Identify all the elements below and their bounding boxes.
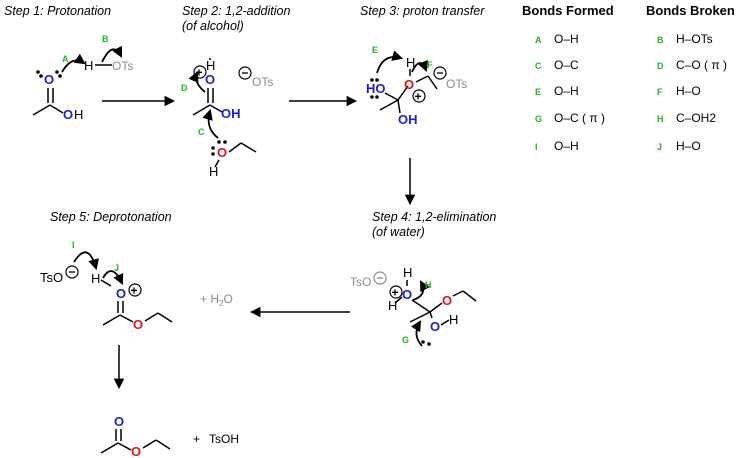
tosylate-group: OTs <box>112 59 133 73</box>
formed-bond-g: O–C ( π ) <box>554 111 605 125</box>
formed-bond-c: O–C <box>554 58 579 72</box>
formed-label-a: A <box>535 35 542 45</box>
formed-label-i: I <box>535 142 538 152</box>
arrow-label-h: H <box>425 280 432 290</box>
product-carbonyl-oxygen: O <box>114 414 124 429</box>
formed-bond-i: O–H <box>554 139 579 153</box>
broken-label-j: J <box>657 142 662 152</box>
step-5-structure: TsO I H J O + O <box>40 240 173 332</box>
step-4-hydroxyl-oxygen: O <box>430 319 440 334</box>
step-4-title: Step 4: 1,2-elimination <box>372 210 496 224</box>
step-5-tosylate: TsO <box>40 270 63 285</box>
tsoh-product: TsOH <box>209 432 239 446</box>
step-3-oxonium-oxygen: O <box>404 77 414 92</box>
broken-bond-h: C–OH2 <box>676 111 716 125</box>
step-1-title: Step 1: Protonation <box>4 4 111 18</box>
step-3-structure: E HO OH H O + F OTs <box>366 45 467 127</box>
step-4-water-hydrogen-left: H <box>388 298 397 313</box>
step-4-subtitle: (of water) <box>372 225 425 239</box>
bonds-formed-header: Bonds Formed <box>522 3 614 18</box>
oxonium-hydrogen: H <box>206 58 215 73</box>
step-4-structure: TsO H + O H H O O H G <box>350 265 477 347</box>
water-subscript: 2 <box>219 299 224 308</box>
arrow-label-c: C <box>198 127 205 137</box>
broken-label-b: B <box>657 35 664 45</box>
broken-label-h: H <box>657 114 664 124</box>
protonated-oxygen: O <box>205 72 215 87</box>
step-5-hydrogen: H <box>91 271 100 286</box>
step-3-oxonium-hydrogen: H <box>406 55 415 70</box>
step-3-hydroxyl-top: HO <box>366 81 386 96</box>
arrow-label-i: I <box>72 240 75 250</box>
broken-label-f: F <box>657 87 663 97</box>
step-2-structure: + O H OH D OTs O H C <box>181 58 273 179</box>
step-2-tosylate: OTs <box>252 75 273 89</box>
water-o: O <box>223 292 232 306</box>
step-3-tosylate: OTs <box>446 77 467 91</box>
formed-bond-e: O–H <box>554 84 579 98</box>
water-byproduct-text: + H <box>200 292 219 306</box>
arrow-label-b: B <box>102 34 109 44</box>
broken-bond-j: H–O <box>676 139 701 153</box>
broken-bond-b: H–OTs <box>676 32 713 46</box>
step-5-title: Step 5: Deprotonation <box>50 210 172 224</box>
arrow-label-g: G <box>402 335 409 345</box>
formed-label-c: C <box>535 61 542 71</box>
acid-hydrogen: H <box>84 58 93 73</box>
arrow-label-f: F <box>427 60 433 70</box>
hydroxyl-hydrogen: H <box>74 107 83 122</box>
formed-bond-a: O–H <box>554 32 579 46</box>
step-4-ether-oxygen: O <box>442 293 452 308</box>
product-structure: O O <box>100 414 171 458</box>
step-4-tosylate: TsO <box>350 275 371 289</box>
bonds-broken-header: Bonds Broken <box>646 3 735 18</box>
ethanol-hydrogen: H <box>209 164 218 179</box>
step-4-hydroxyl-hydrogen: H <box>449 312 458 327</box>
formed-label-e: E <box>535 87 541 97</box>
step-2-subtitle: (of alcohol) <box>182 19 244 33</box>
bonds-table: Bonds Formed Bonds Broken A O–H C O–C E … <box>522 3 735 153</box>
product-ester-oxygen: O <box>131 444 141 458</box>
step-2-hydroxyl: OH <box>221 106 241 121</box>
step-3-oxonium-charge: + <box>415 90 422 104</box>
step-3-title: Step 3: proton transfer <box>360 4 485 18</box>
carbonyl-oxygen: O <box>44 72 54 87</box>
step-3-hydroxyl-bottom: OH <box>398 112 418 127</box>
step-4-water-oxygen: O <box>402 287 412 302</box>
formed-label-g: G <box>535 114 542 124</box>
step-4-water-charge: + <box>392 286 399 300</box>
product-plus-sign: + <box>193 432 200 446</box>
oxonium-charge: + <box>196 66 203 80</box>
step-4-water-hydrogen-top: H <box>403 265 412 280</box>
hydroxyl-oxygen: O <box>63 107 73 122</box>
water-byproduct: + H2O <box>200 292 233 308</box>
arrow-label-d: D <box>181 83 188 93</box>
step-5-oxonium-charge: + <box>131 284 138 298</box>
broken-bond-f: H–O <box>676 84 701 98</box>
step-5-ester-oxygen: O <box>133 317 143 332</box>
step-2-title: Step 2: 1,2-addition <box>182 4 290 18</box>
arrow-label-a: A <box>62 54 69 64</box>
step-5-oxonium-oxygen: O <box>116 286 126 301</box>
step-1-structure: O O H A H OTs B <box>32 34 133 122</box>
broken-bond-d: C–O ( π ) <box>676 58 727 72</box>
broken-label-d: D <box>657 61 664 71</box>
arrow-label-e: E <box>372 45 378 55</box>
arrow-label-j: J <box>114 263 119 273</box>
ethanol-oxygen: O <box>217 145 227 160</box>
